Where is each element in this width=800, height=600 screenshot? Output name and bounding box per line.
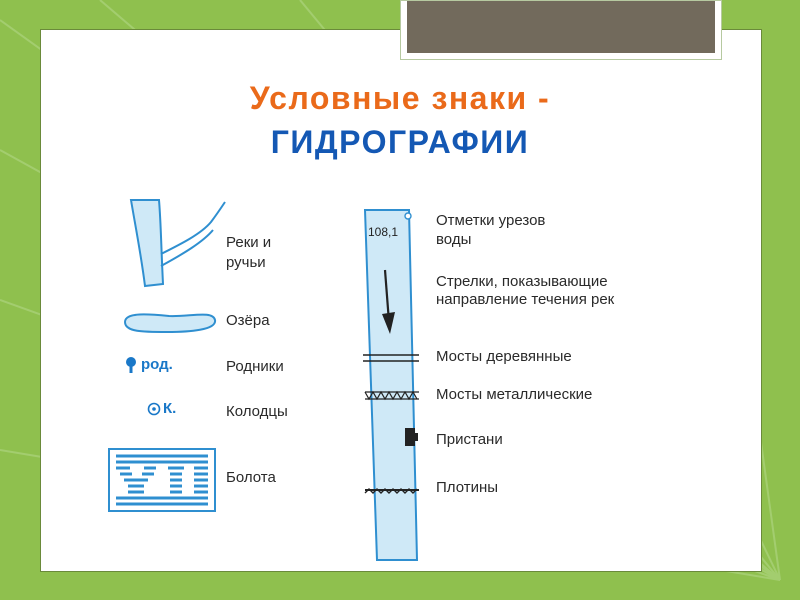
- well-icon: [147, 402, 161, 416]
- springs-label: Родники: [226, 358, 284, 375]
- slide-title-line2: ГИДРОГРАФИИ: [270, 124, 530, 160]
- hydrography-legend: род. К. Реки и ручьи Озёра Родники Колод…: [97, 180, 677, 562]
- dams-label: Плотины: [436, 479, 499, 496]
- flow-arrows-label-line1: Стрелки, показывающие: [436, 273, 608, 290]
- well-symbol-text: К.: [163, 400, 177, 417]
- lake-symbol: [123, 313, 216, 334]
- spring-symbol-text: род.: [141, 356, 173, 373]
- lakes-label: Озёра: [226, 312, 270, 329]
- spring-icon: [126, 357, 136, 373]
- slide-title-line1: Условные знаки -: [249, 80, 551, 116]
- elevation-mark-text: 108,1: [368, 225, 399, 239]
- piers-label: Пристани: [436, 431, 503, 448]
- elevation-marks-label-line1: Отметки урезов: [436, 212, 546, 229]
- top-decor-tab: [400, 0, 722, 60]
- rivers-label-line1: Реки и: [226, 234, 272, 251]
- metal-bridges-label: Мосты металлические: [436, 386, 593, 403]
- river-symbol: [129, 199, 226, 288]
- rivers-label-line2: ручьи: [226, 254, 266, 271]
- swamp-symbol: [108, 448, 216, 512]
- elevation-marks-label-line2: воды: [436, 231, 472, 248]
- wells-label: Колодцы: [226, 403, 288, 420]
- flow-arrows-label-line2: направление течения рек: [436, 291, 615, 308]
- river-strip-symbol: [363, 209, 419, 561]
- wooden-bridges-label: Мосты деревянные: [436, 348, 572, 365]
- swamps-label: Болота: [226, 469, 276, 486]
